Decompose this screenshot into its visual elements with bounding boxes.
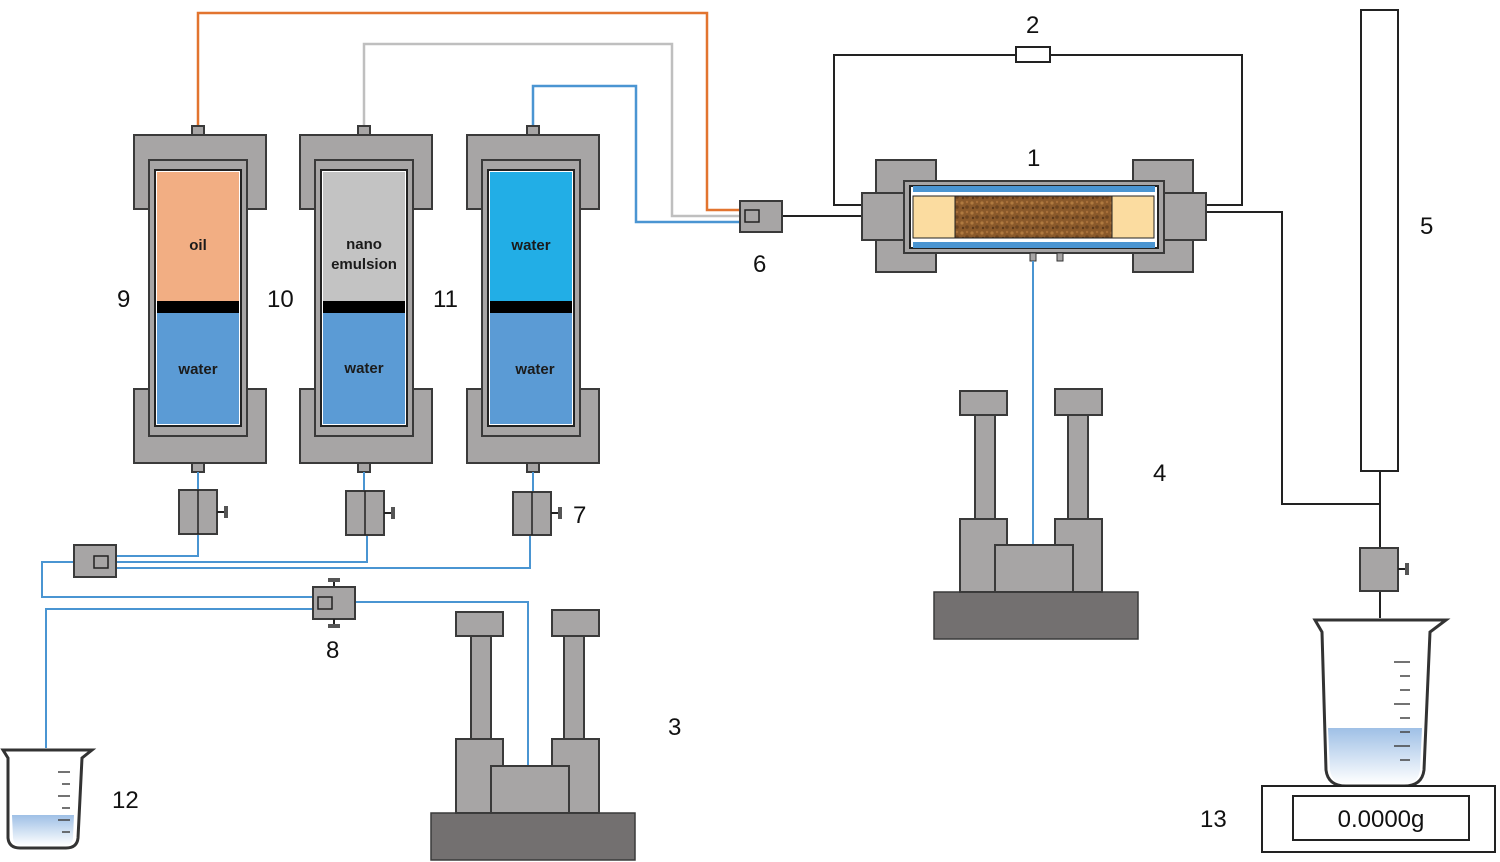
vessel-oil: oil water	[133, 125, 267, 473]
displacement-pump-cap-left	[455, 611, 504, 637]
vessel-oil-to-manifold	[116, 534, 199, 557]
label-pump-left: 3	[668, 714, 681, 741]
core-holder-endcap-right	[1161, 192, 1207, 241]
displacement-pump-base	[430, 812, 636, 861]
vessel-oil-bottom-label: water	[177, 361, 217, 378]
pressure-gauge	[1015, 46, 1051, 63]
vessel-nano-bottom-fluid	[323, 313, 405, 424]
manifold-port	[93, 555, 109, 569]
confining-pump-cap-right	[1054, 388, 1103, 416]
valve8-to-pump-line	[355, 601, 529, 766]
confining-pump-rod-left	[974, 414, 996, 520]
label-vessel-nano: 10	[267, 286, 294, 313]
vessel-oil-piston	[157, 301, 239, 313]
vessel-nano-bottom-label: water	[343, 360, 383, 377]
inlet-valve[interactable]	[739, 200, 783, 233]
core-sample	[954, 195, 1113, 239]
label-valve-7: 7	[573, 502, 586, 529]
valve-vessel-nano-knob[interactable]	[391, 507, 395, 519]
manifold-to-valve8	[41, 561, 313, 598]
waste-beaker-liquid	[12, 815, 74, 846]
collection-beaker	[1312, 618, 1451, 788]
vessel-nano-top-label: nano	[346, 236, 382, 253]
confining-pump-rod-right	[1067, 414, 1089, 520]
displacement-pump-cylinder	[490, 765, 570, 814]
confining-fluid-top	[913, 186, 1155, 192]
oil-supply-line	[196, 11, 749, 212]
valve-vessel-water-knob[interactable]	[558, 507, 562, 519]
label-vessel-water: 11	[433, 286, 458, 313]
three-way-valve-body[interactable]	[312, 586, 356, 620]
label-pressure-gauge: 2	[1026, 12, 1039, 39]
balance-readout: 0.0000g	[1338, 806, 1425, 833]
gauge-bypass-line-right	[1050, 54, 1243, 206]
balance-display	[1292, 795, 1470, 841]
label-valve-inlet: 6	[753, 251, 766, 278]
valve-vessel-nano[interactable]	[345, 490, 395, 536]
label-balance: 13	[1200, 806, 1227, 833]
outlet-valve-knob[interactable]	[1405, 563, 1409, 575]
core-plug-right	[1111, 195, 1155, 239]
manifold	[73, 544, 117, 578]
burette	[1360, 9, 1399, 472]
confining-pump-base	[933, 591, 1139, 640]
waste-beaker-glass	[0, 748, 97, 850]
vessel-water-top-label: water	[510, 237, 550, 254]
vessel-nano-to-manifold	[116, 535, 368, 563]
label-valve-8: 8	[326, 637, 339, 664]
valve8-to-beaker-line	[45, 608, 313, 748]
valve-vessel-oil[interactable]	[178, 489, 228, 535]
label-burette: 5	[1420, 213, 1433, 240]
waste-beaker	[0, 748, 97, 850]
confining-pump	[933, 388, 1139, 640]
vessel-oil-top-fluid	[157, 172, 239, 301]
water-supply-line	[531, 84, 749, 224]
vessel-oil-bottom-fluid	[157, 313, 239, 424]
vessel-water-bottom-fluid	[490, 313, 572, 424]
vessel-nano-emulsion: nano emulsion water	[299, 125, 433, 473]
vessel-nano-top-label-line2: emulsion	[331, 256, 397, 273]
label-vessel-oil: 9	[117, 286, 130, 313]
three-way-valve-knob-top[interactable]	[328, 578, 340, 582]
vessel-water-piston	[490, 301, 572, 313]
valve-vessel-water[interactable]	[512, 491, 562, 536]
displacement-pump	[430, 609, 636, 861]
core-holder	[861, 159, 1207, 273]
collection-beaker-liquid	[1328, 728, 1422, 784]
vessel-oil-top-label: oil	[189, 237, 207, 254]
core-holder-port-1	[1029, 252, 1037, 262]
displacement-pump-rod-left	[470, 635, 492, 740]
gauge-bypass-line	[833, 54, 1016, 206]
core-holder-endcap-left	[861, 192, 907, 241]
three-way-valve-port	[317, 596, 333, 610]
displacement-pump-rod-right	[563, 635, 585, 740]
three-way-valve[interactable]	[312, 578, 356, 628]
label-core-holder: 1	[1027, 145, 1040, 172]
vessel-water-to-manifold	[116, 535, 531, 569]
nano-supply-line	[362, 42, 749, 218]
core-plug-left	[912, 195, 956, 239]
vessel-water-top-fluid	[490, 172, 572, 301]
confining-pump-cap-left	[959, 390, 1008, 416]
three-way-valve-knob-bottom[interactable]	[328, 624, 340, 628]
confining-pump-cylinder	[994, 544, 1074, 593]
outlet-valve[interactable]	[1359, 547, 1399, 592]
vessel-water-bottom-label: water	[514, 361, 554, 378]
label-beaker-left: 12	[112, 787, 139, 814]
outlet-line	[1206, 211, 1380, 505]
vessel-nano-piston	[323, 301, 405, 313]
vessel-nano-top-fluid	[323, 172, 405, 301]
label-pump-confining: 4	[1153, 460, 1166, 487]
vessel-water: water water	[466, 125, 600, 473]
confining-fluid-bottom	[913, 242, 1155, 248]
inlet-valve-port	[744, 209, 760, 223]
valve-vessel-oil-knob[interactable]	[224, 506, 228, 518]
core-holder-port-2	[1056, 252, 1064, 262]
displacement-pump-cap-right	[551, 609, 600, 637]
